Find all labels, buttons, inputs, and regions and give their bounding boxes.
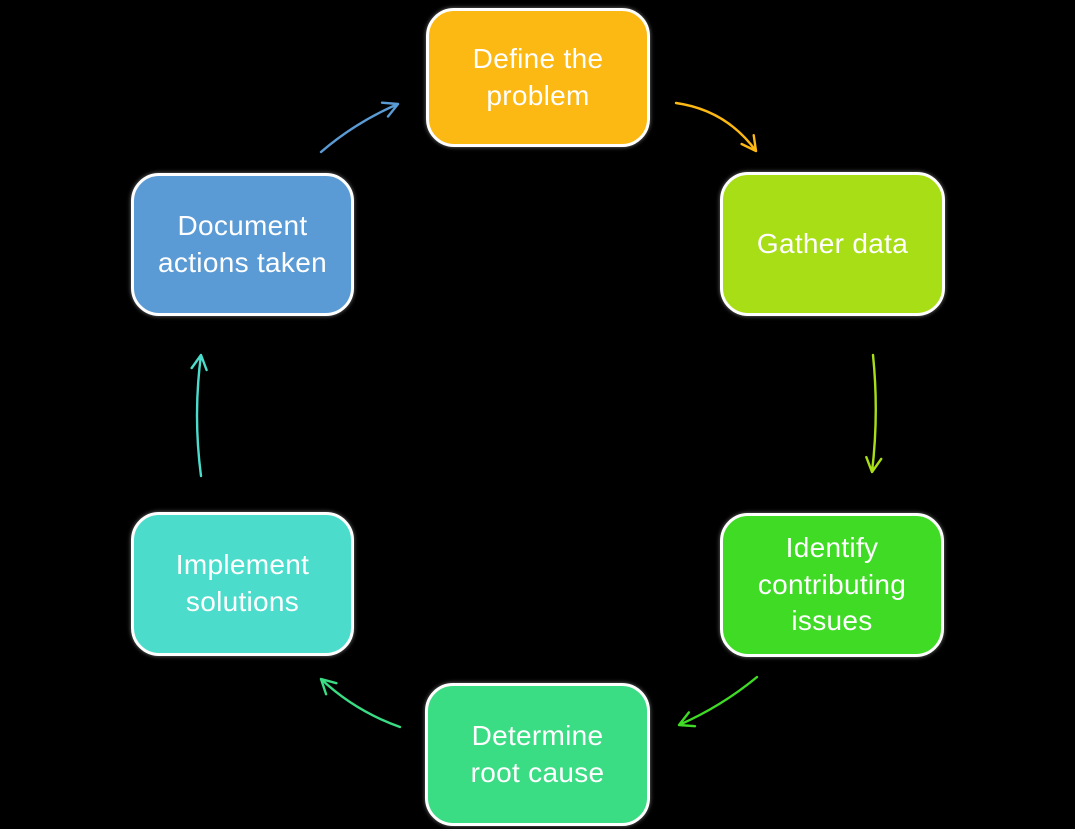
node-identify-contributing-issues: Identify contributing issues [720, 513, 944, 657]
node-implement-solutions: Implement solutions [131, 512, 354, 656]
node-label-document-actions-taken: Document actions taken [158, 209, 327, 278]
node-label-define-the-problem: Define the problem [472, 42, 604, 111]
node-gather-data: Gather data [720, 172, 945, 316]
arrow-implement-to-document [190, 353, 208, 478]
arrow-determine-to-implement [319, 677, 402, 729]
node-document-actions-taken: Document actions taken [131, 173, 354, 316]
node-label-determine-root-cause: Determine root cause [470, 719, 605, 788]
node-define-the-problem: Define the problem [426, 8, 650, 147]
arrow-identify-to-determine [677, 675, 759, 728]
node-label-gather-data: Gather data [756, 227, 909, 259]
arrow-define-to-gather [674, 101, 758, 153]
node-label-identify-contributing-issues: Identify contributing issues [757, 531, 907, 637]
node-determine-root-cause: Determine root cause [425, 683, 650, 826]
arrow-document-to-define [319, 101, 400, 154]
node-label-implement-solutions: Implement solutions [175, 549, 310, 617]
arrow-gather-to-identify [865, 353, 883, 474]
